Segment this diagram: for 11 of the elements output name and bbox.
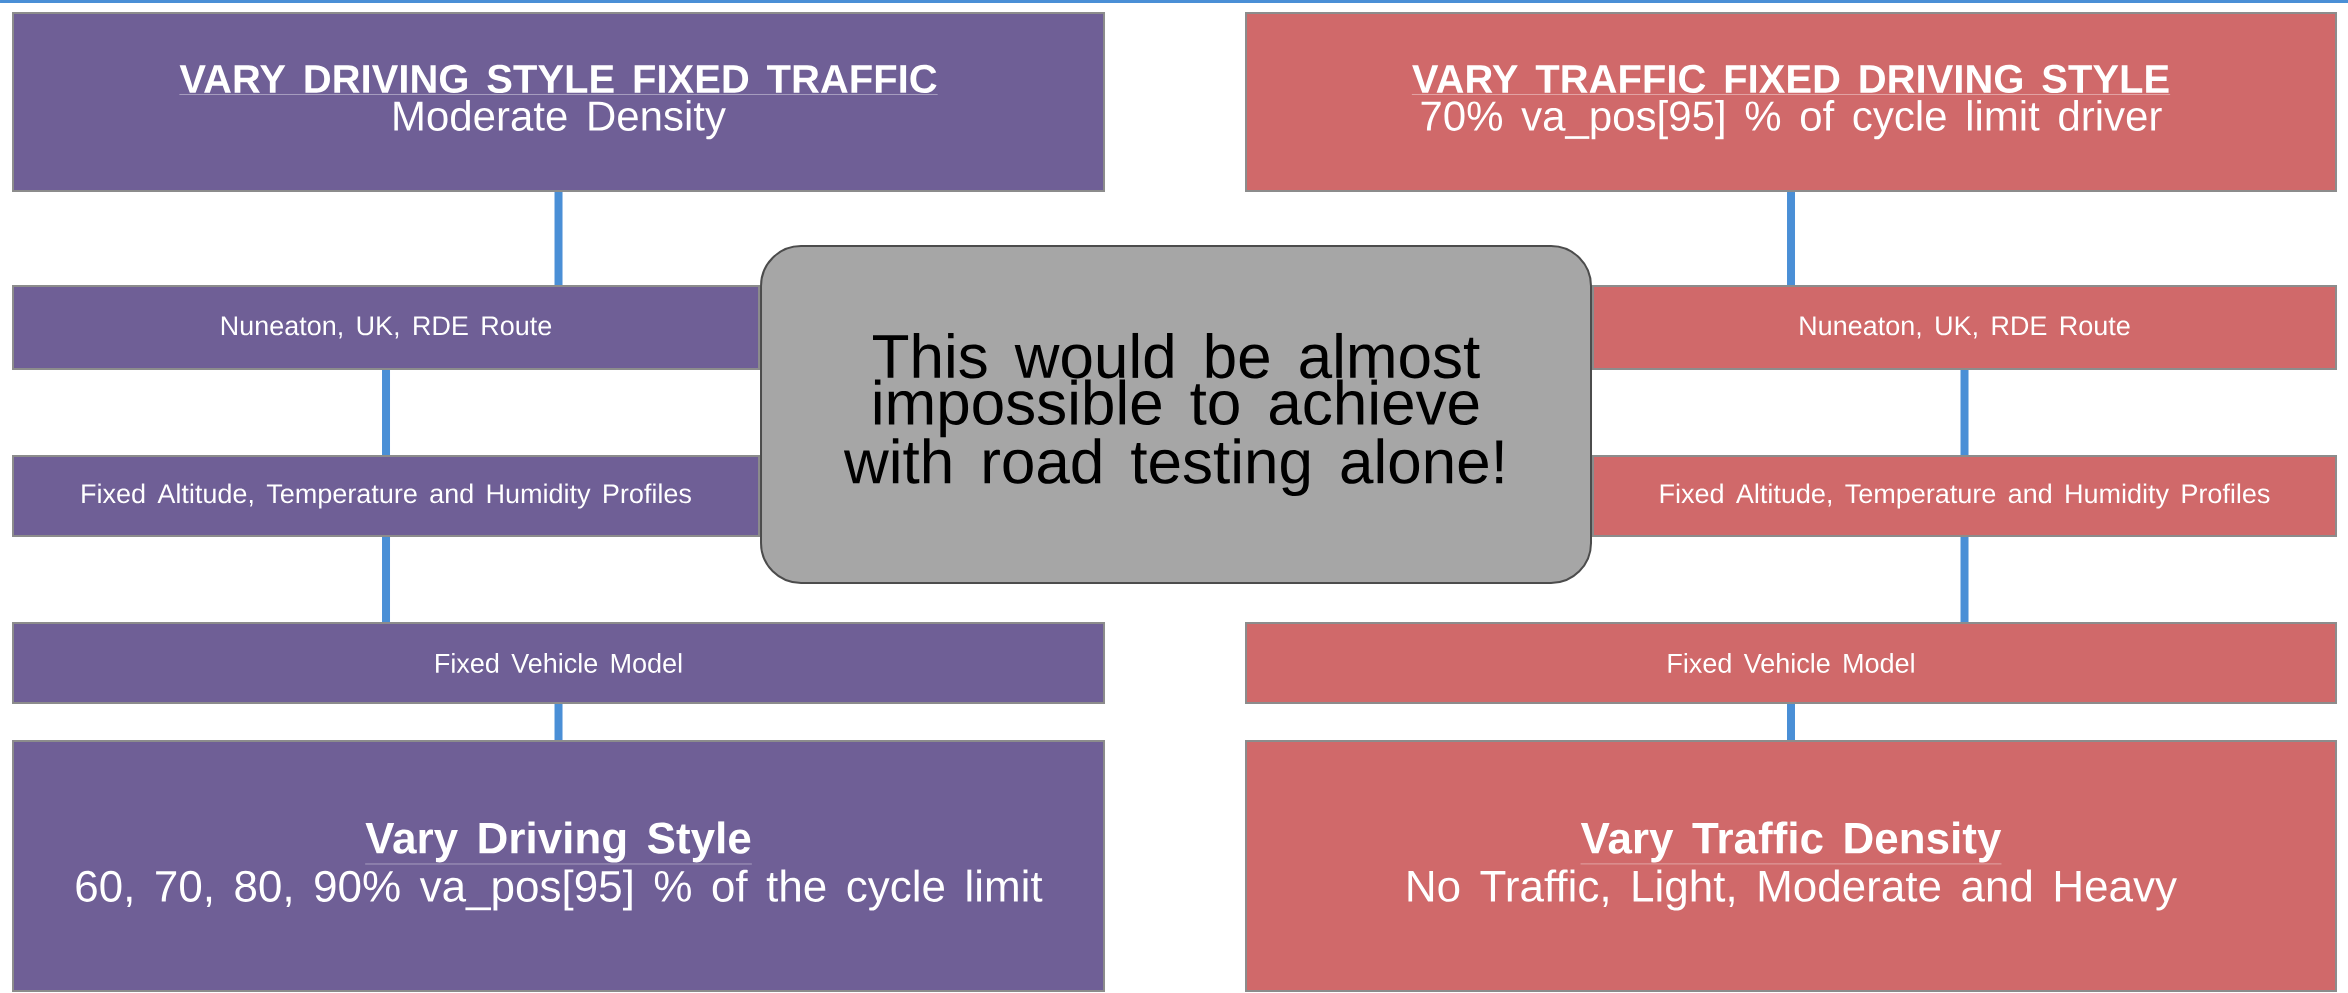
condition-bar: Nuneaton, UK, RDE Route	[1592, 285, 2337, 370]
condition-bar: Fixed Vehicle Model	[12, 622, 1105, 704]
heading-box: VARY DRIVING STYLE FIXED TRAFFIC Moderate Density	[12, 12, 1105, 192]
condition-bar: Nuneaton, UK, RDE Route	[12, 285, 760, 370]
condition-bar: Fixed Altitude, Temperature and Humidity Profiles	[12, 455, 760, 537]
variation-box: Vary Driving Style 60, 70, 80, 90% va_pos[95] % of the cycle limit	[12, 740, 1105, 992]
condition-bar: Fixed Altitude, Temperature and Humidity Profiles	[1592, 455, 2337, 537]
variation-box: Vary Traffic Density No Traffic, Light, Moderate and Heavy	[1245, 740, 2337, 992]
condition-bar: Fixed Vehicle Model	[1245, 622, 2337, 704]
callout-box: This would be almost impossible to achieve with road testing alone!	[760, 245, 1592, 584]
heading-box: VARY TRAFFIC FIXED DRIVING STYLE 70% va_pos[95] % of cycle limit driver	[1245, 12, 2337, 192]
